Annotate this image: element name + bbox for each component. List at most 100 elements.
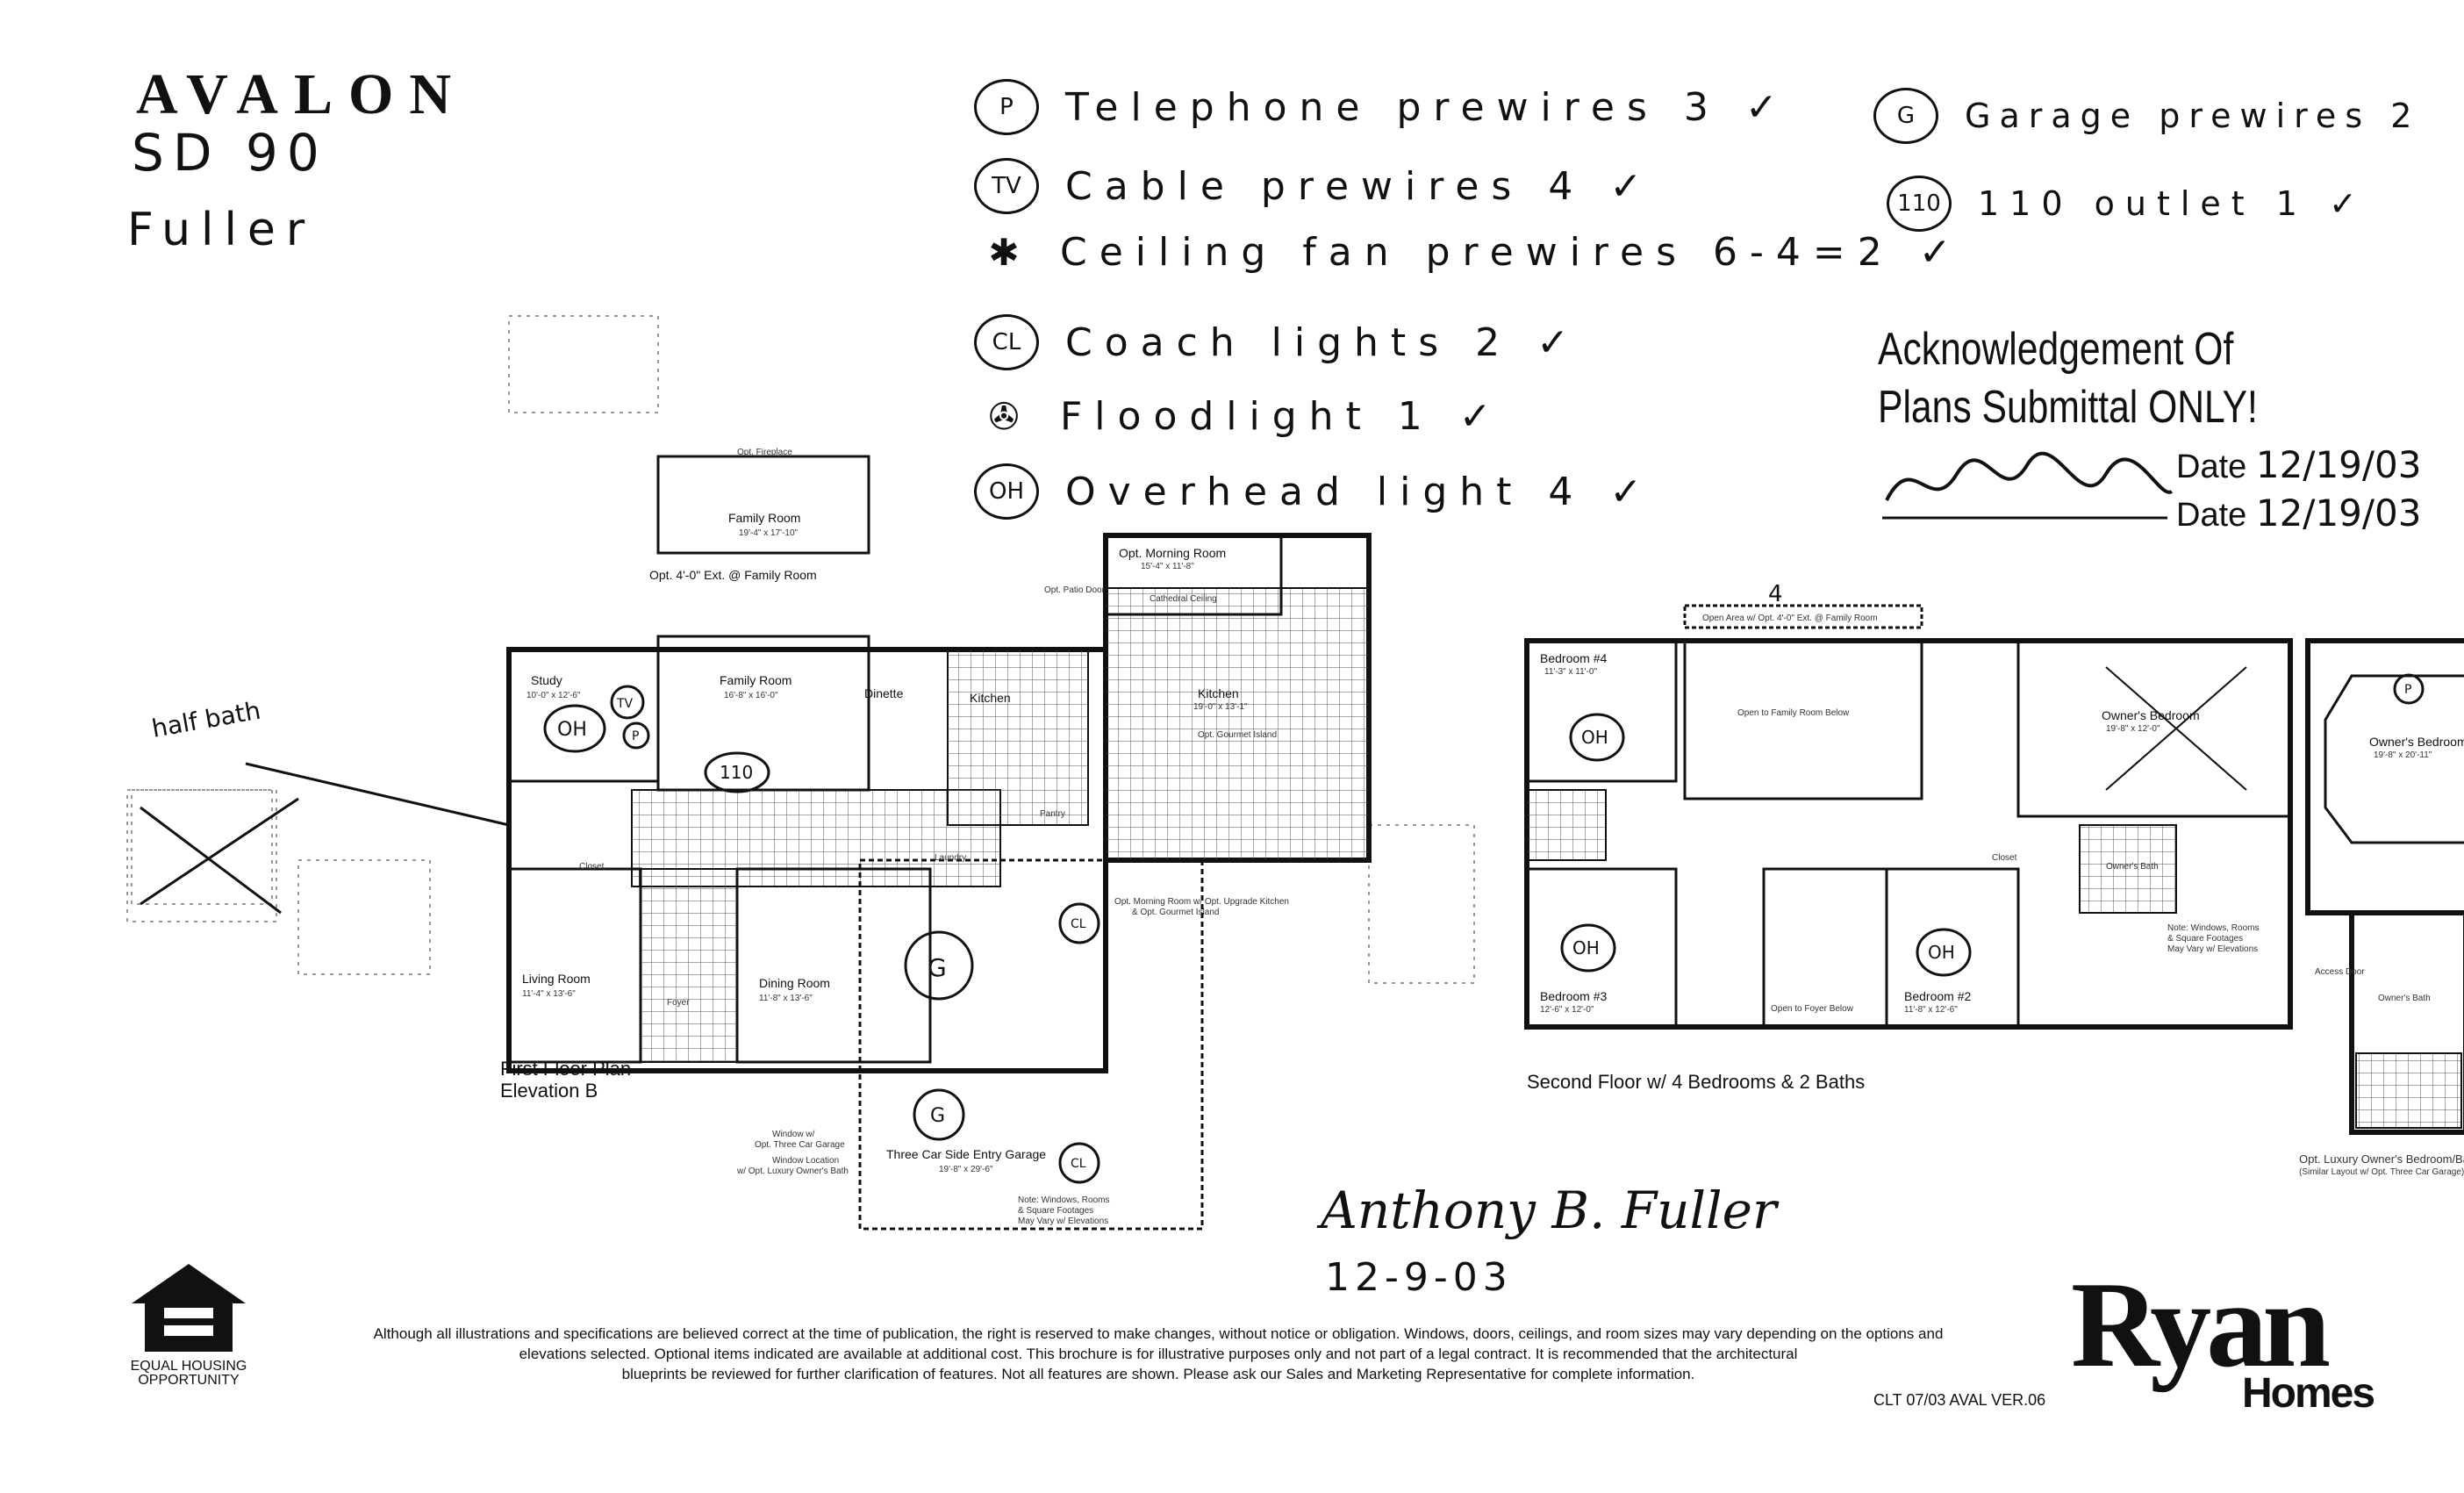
legend-item-cable: TV Cable prewires 4 ✓ <box>974 158 1654 214</box>
luxury-owners-layout: Owner's Bedroom 19'-8" x 20'-11" Owner's… <box>2299 638 2464 1177</box>
opt-kitchen-dim: 19'-0" x 13'-1" <box>1193 702 1248 712</box>
access-door-left: Access Door <box>2315 967 2365 977</box>
svg-text:CL: CL <box>1071 1157 1086 1171</box>
legend-text: 110 outlet 1 ✓ <box>1978 184 2367 223</box>
note-1: Note: Windows, Rooms <box>2167 923 2259 933</box>
owners-bedroom-label: Owner's Bedroom <box>2102 708 2200 722</box>
svg-text:TV: TV <box>616 697 634 711</box>
svg-text:G: G <box>928 953 947 982</box>
opt-morning-room-dim: 15'-4" x 11'-8" <box>1141 562 1194 571</box>
cathedral-ceiling-label: Cathedral Ceiling <box>1150 594 1217 604</box>
kitchen-label: Kitchen <box>970 691 1011 705</box>
opt-gourmet-label: Opt. Gourmet Island <box>1198 730 1277 740</box>
garage-symbol: G <box>1873 88 1938 144</box>
disclaimer-line-2: elevations selected. Optional items indi… <box>519 1346 1798 1362</box>
half-bath-note: half bath <box>149 696 262 743</box>
pantry-label: Pantry <box>1040 809 1065 819</box>
living-room-label: Living Room <box>522 972 591 986</box>
note-2: & Square Footages <box>1018 1206 1093 1216</box>
ghost-drawing <box>1368 824 1475 984</box>
p-mark: P <box>622 721 650 750</box>
date-label: Date <box>2176 497 2247 534</box>
fan-count-mark: 4 <box>1768 581 1783 607</box>
window-note-1b: Opt. Three Car Garage <box>755 1140 845 1150</box>
note-2: & Square Footages <box>2167 934 2243 944</box>
bedroom2-label: Bedroom #2 <box>1904 989 1971 1003</box>
svg-text:OH: OH <box>1572 937 1600 958</box>
legend-text: Garage prewires 2 <box>1965 97 2421 135</box>
oh-mark: OH <box>1560 923 1616 973</box>
coach-light-mark: CL <box>1058 1142 1100 1184</box>
garage-mark: G <box>913 1088 965 1141</box>
equal-housing-line-2: OPPORTUNITY <box>138 1373 240 1388</box>
crossed-out-sketch <box>131 789 299 915</box>
equal-housing-line-1: EQUAL HOUSING <box>130 1359 247 1374</box>
svg-text:OH: OH <box>557 719 587 741</box>
ryan-logo: Ryan <box>2071 1257 2331 1393</box>
laundry-label: Laundry <box>935 853 966 863</box>
equal-housing-logo: EQUAL HOUSING OPPORTUNITY <box>123 1260 254 1388</box>
bedroom3-label: Bedroom #3 <box>1540 989 1607 1003</box>
garage-label: Three Car Side Entry Garage <box>886 1147 1046 1161</box>
legend-text: Overhead light 4 ✓ <box>1065 469 1655 514</box>
note-3: May Vary w/ Elevations <box>2167 944 2258 954</box>
ghost-drawing <box>508 315 659 413</box>
dining-room-label: Dining Room <box>759 976 830 990</box>
version-code: CLT 07/03 AVAL VER.06 <box>1873 1391 2046 1409</box>
window-note-2a: Window Location <box>772 1156 839 1166</box>
family-room-dim: 16'-8" x 16'-0" <box>724 691 778 700</box>
living-room-dim: 11'-4" x 13'-6" <box>522 989 576 999</box>
crossed-out-fan <box>2105 666 2247 791</box>
garage-mark: G <box>904 930 974 1001</box>
acknowledgement-stamp: Acknowledgement Of Plans Submittal ONLY! <box>1878 320 2258 436</box>
svg-text:110: 110 <box>720 762 753 783</box>
ack-line-2: Plans Submittal ONLY! <box>1878 382 2258 433</box>
closet-label: Closet <box>579 862 605 872</box>
legend-item-overhead-light: OH Overhead light 4 ✓ <box>974 463 1654 520</box>
legend-item-floodlight: ✇ Floodlight 1 ✓ <box>974 391 1504 441</box>
luxury-caption-1: Opt. Luxury Owner's Bedroom/Bath Layout <box>2299 1152 2464 1166</box>
legend-text: Floodlight 1 ✓ <box>1060 393 1504 439</box>
opt-kitchen-label: Kitchen <box>1198 686 1239 700</box>
homes-logo: Homes <box>2242 1370 2375 1417</box>
brand-title: AVALON <box>136 62 467 126</box>
date-value: 12/19/03 <box>2255 443 2422 486</box>
opt-morning-room-label: Opt. Morning Room <box>1119 546 1226 560</box>
foyer-label: Foyer <box>667 998 690 1008</box>
outlet-symbol: 110 <box>1887 176 1952 232</box>
disclaimer: Although all illustrations and specifica… <box>268 1324 2049 1384</box>
legend-text: Coach lights 2 ✓ <box>1065 319 1581 365</box>
luxury-caption-2: (Similar Layout w/ Opt. Three Car Garage… <box>2299 1167 2464 1177</box>
opt-family-room-dim: 19'-4" x 17'-10" <box>739 528 799 538</box>
bedroom3-dim: 12'-6" x 12'-0" <box>1540 1005 1594 1015</box>
coach-light-mark: CL <box>1058 902 1100 944</box>
open-family-below: Open to Family Room Below <box>1737 708 1850 718</box>
date-label: Date <box>2176 449 2247 485</box>
opt-morning-room-plan: Opt. Morning Room 15'-4" x 11'-8" Cathed… <box>1044 533 1372 917</box>
window-note-1a: Window w/ <box>772 1130 815 1139</box>
legend-text: Cable prewires 4 ✓ <box>1065 163 1655 209</box>
overhead-light-symbol: OH <box>974 463 1039 520</box>
svg-text:G: G <box>930 1105 945 1127</box>
opt-family-room-label: Family Room <box>728 511 800 525</box>
legend-item-garage: G Garage prewires 2 <box>1873 88 2420 144</box>
legend-text: Telephone prewires 3 ✓ <box>1065 84 1790 130</box>
ack-date-2: Date 12/19/03 <box>2176 492 2421 535</box>
legend-item-coach-lights: CL Coach lights 2 ✓ <box>974 314 1581 370</box>
owners-bath-label: Owner's Bath <box>2106 862 2159 872</box>
coach-light-symbol: CL <box>974 314 1039 370</box>
first-floor-plan: Study 10'-0" x 12'-6" Family Room 16'-8"… <box>500 635 1204 1231</box>
tv-mark: TV <box>610 685 645 720</box>
equal-housing-icon <box>132 1264 246 1352</box>
ceiling-fan-icon: ✱ <box>988 230 1020 274</box>
legend-item-telephone: P Telephone prewires 3 ✓ <box>974 79 1790 135</box>
svg-text:P: P <box>632 729 639 743</box>
customer-signature: Anthony B. Fuller <box>1321 1181 1777 1240</box>
outlet-mark: 110 <box>704 751 770 793</box>
first-floor-title-1: First Floor Plan <box>500 1058 631 1080</box>
oh-mark: OH <box>1569 713 1625 762</box>
note-3: May Vary w/ Elevations <box>1018 1217 1108 1226</box>
ack-line-1: Acknowledgement Of <box>1878 324 2234 375</box>
signature-date: 12-9-03 <box>1325 1255 1513 1300</box>
opt-fireplace-label: Opt. Fireplace <box>737 448 792 457</box>
